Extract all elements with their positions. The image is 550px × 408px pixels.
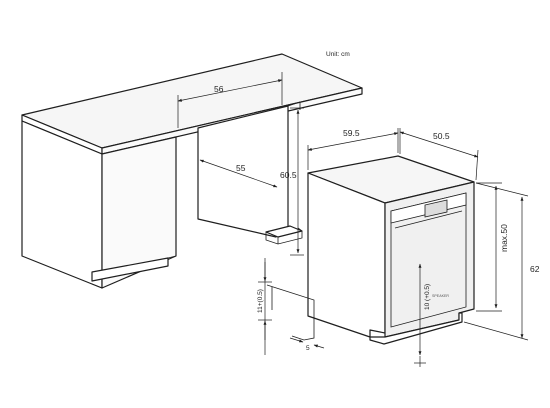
dim-total-height: 62 [463,182,540,341]
dim-appliance-width: 59.5 [307,128,399,170]
dim-door-offset-label: 10 (+0.5) [424,284,431,310]
dim-countertop-depth: 56 [177,72,283,128]
dim-countertop-depth-label: 56 [214,84,224,94]
dim-max-height: max.50 [476,182,509,312]
display-window [424,199,448,218]
kitchen-cabinet [21,53,363,289]
dim-niche-height: 60.5 [280,107,304,256]
dim-appliance-depth-label: 50.5 [433,131,450,141]
dim-total-height-label: 62 [530,264,540,274]
plinth-detail: 11+(0.5) 5 [257,258,325,355]
unit-label: Unit: cm [326,51,350,58]
dim-plinth-depth-label: 5 [306,345,310,352]
dim-appliance-depth: 50.5 [399,128,479,181]
dishwasher-brand: SPEAKER [432,294,449,298]
dim-appliance-width-label: 59.5 [343,128,360,138]
dishwasher-plinth [369,312,463,345]
dim-max-height-label: max.50 [499,224,509,252]
dim-niche-height-label: 60.5 [280,170,297,180]
cabinet-plinth [91,257,169,282]
dishwasher: SPEAKER [307,155,475,345]
dim-cabinet-depth-label: 55 [236,163,246,173]
dim-plinth-height-label: 11+(0.5) [257,289,264,313]
dim-cabinet-depth: 55 [199,159,278,188]
dim-door-offset: 10 (+0.5) [414,263,431,367]
